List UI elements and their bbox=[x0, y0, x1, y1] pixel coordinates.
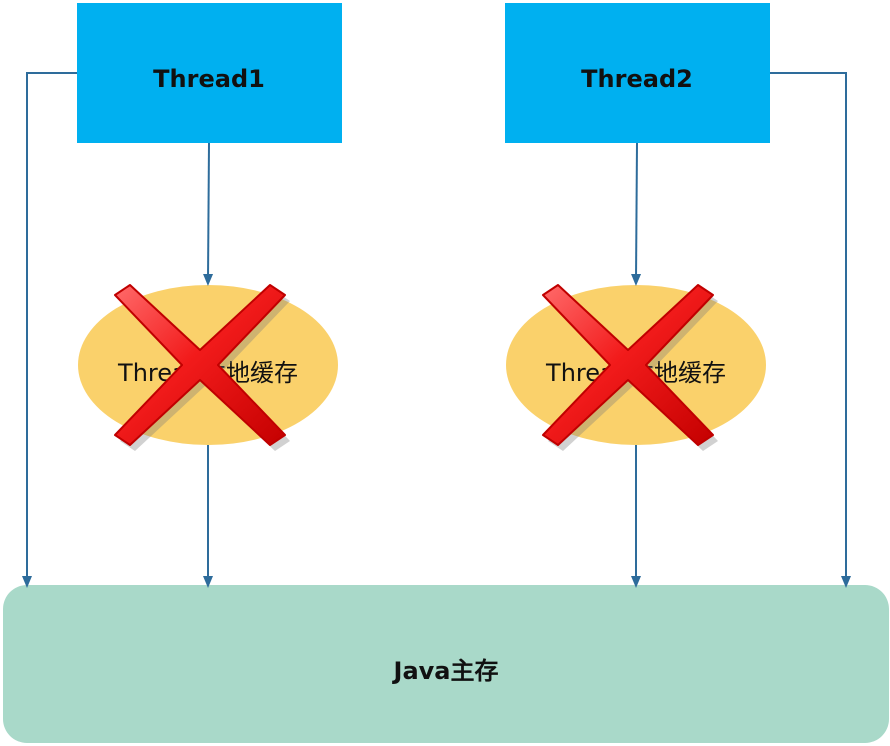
thread1-box bbox=[77, 3, 342, 143]
thread2-box bbox=[505, 3, 770, 143]
thread1-label: Thread1 bbox=[153, 65, 265, 93]
thread2-label: Thread2 bbox=[581, 65, 693, 93]
main-memory-block bbox=[3, 585, 889, 743]
arrow-thread2-to-cache bbox=[631, 142, 642, 286]
cross-mark-icon bbox=[114, 284, 290, 451]
cross-mark-icon bbox=[542, 284, 718, 451]
arrow-thread2-direct-to-main-memory bbox=[770, 72, 851, 588]
arrow-thread1-direct-to-main-memory bbox=[22, 72, 77, 588]
arrow-thread1-to-cache bbox=[203, 142, 214, 286]
main-memory-label: Java主存 bbox=[392, 657, 499, 685]
